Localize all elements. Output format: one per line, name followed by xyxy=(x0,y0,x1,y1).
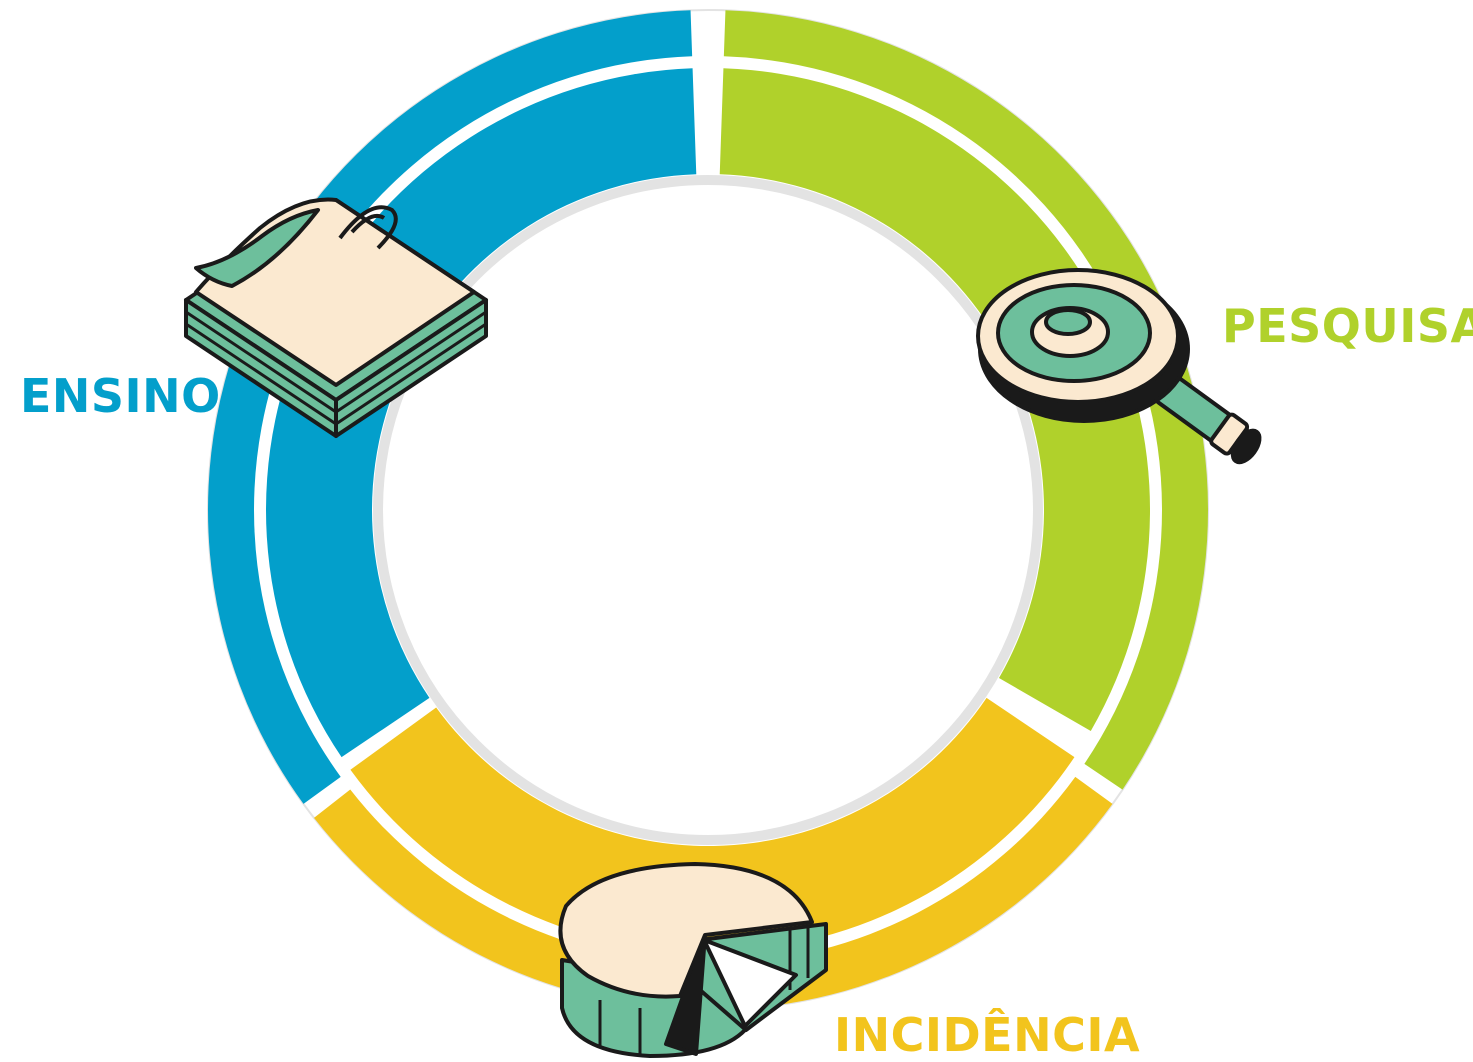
ring-outer-incidencia xyxy=(313,776,1113,1011)
notepad-paperclip-icon xyxy=(184,197,488,438)
label-pesquisa: PESQUISA xyxy=(1222,299,1473,353)
label-incidencia: INCIDÊNCIA xyxy=(834,1008,1141,1062)
ring-outer-pesquisa xyxy=(723,10,1209,790)
label-ensino: ENSINO xyxy=(20,369,221,423)
ring-segments xyxy=(207,9,1209,1011)
pie-chart-icon xyxy=(558,862,828,1058)
ring-inner-edge xyxy=(373,175,1043,845)
ring-inner-pesquisa xyxy=(719,68,1150,731)
magnifying-glass-icon xyxy=(976,268,1262,465)
ring-inner-incidencia xyxy=(350,697,1075,952)
